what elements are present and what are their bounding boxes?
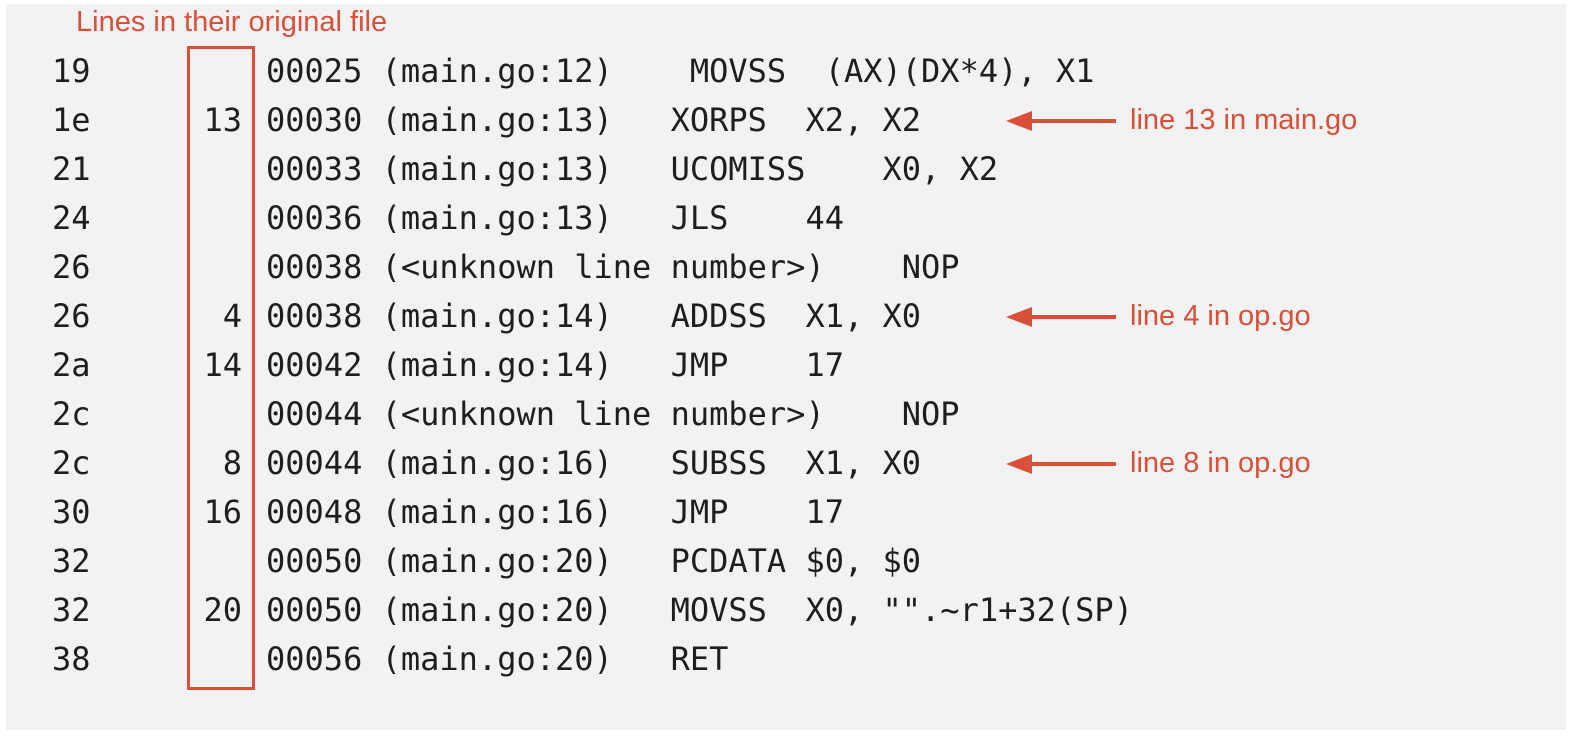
listing-row: 32 20 00050 (main.go:20) MOVSS X0, "".~r1+… <box>0 586 1300 635</box>
listing-row: 2c 00044 (<unknown line number>) NOP <box>0 390 1300 439</box>
original-line-number <box>190 390 242 439</box>
assembly-instruction: 00042 (main.go:14) JMP 17 <box>266 346 844 384</box>
listing-row: 21 00033 (main.go:13) UCOMISS X0, X2 <box>0 145 1300 194</box>
pc-offset: 1e <box>52 101 91 139</box>
annotation: line 4 in op.go <box>1006 292 1426 341</box>
annotation: line 13 in main.go <box>1006 96 1426 145</box>
left-arrow-icon <box>1006 307 1116 327</box>
assembly-instruction: 00030 (main.go:13) XORPS X2, X2 <box>266 101 922 139</box>
original-line-number <box>190 537 242 586</box>
listing-row: 1e 13 00030 (main.go:13) XORPS X2, X2 <box>0 96 1300 145</box>
assembly-instruction: 00050 (main.go:20) MOVSS X0, "".~r1+32(S… <box>266 591 1133 629</box>
original-line-number <box>190 145 242 194</box>
original-line-number: 20 <box>203 591 242 629</box>
listing-row: 24 00036 (main.go:13) JLS 44 <box>0 194 1300 243</box>
annotation-label: line 4 in op.go <box>1130 300 1311 332</box>
assembly-instruction: 00056 (main.go:20) RET <box>266 640 729 678</box>
assembly-instruction: 00044 (<unknown line number>) NOP <box>266 395 960 433</box>
pc-offset: 24 <box>52 199 91 237</box>
listing-panel <box>6 4 1566 730</box>
pc-offset: 2a <box>52 346 91 384</box>
pc-offset: 2c <box>52 444 91 482</box>
annotation-label: line 8 in op.go <box>1130 447 1311 479</box>
original-line-number: 8 <box>222 444 242 482</box>
listing-row: 2a 14 00042 (main.go:14) JMP 17 <box>0 341 1300 390</box>
original-line-highlight-box <box>187 46 255 690</box>
listing-row: 26 4 00038 (main.go:14) ADDSS X1, X0 <box>0 292 1300 341</box>
original-line-number: 13 <box>203 101 242 139</box>
listing-row: 19 00025 (main.go:12) MOVSS (AX)(DX*4), X… <box>0 47 1300 96</box>
pc-offset: 26 <box>52 297 91 335</box>
assembly-instruction: 00048 (main.go:16) JMP 17 <box>266 493 844 531</box>
pc-offset: 38 <box>52 640 91 678</box>
assembly-instruction: 00025 (main.go:12) MOVSS (AX)(DX*4), X1 <box>266 52 1095 90</box>
pc-offset: 32 <box>52 591 91 629</box>
assembly-instruction: 00038 (<unknown line number>) NOP <box>266 248 960 286</box>
listing-row: 30 16 00048 (main.go:16) JMP 17 <box>0 488 1300 537</box>
original-line-number <box>190 243 242 292</box>
pc-offset: 30 <box>52 493 91 531</box>
original-line-number: 16 <box>203 493 242 531</box>
pc-offset: 19 <box>52 52 91 90</box>
assembly-instruction: 00038 (main.go:14) ADDSS X1, X0 <box>266 297 922 335</box>
pc-offset: 26 <box>52 248 91 286</box>
assembly-instruction: 00033 (main.go:13) UCOMISS X0, X2 <box>266 150 999 188</box>
left-arrow-icon <box>1006 454 1116 474</box>
line-column-caption: Lines in their original file <box>76 6 388 38</box>
pc-offset: 21 <box>52 150 91 188</box>
assembly-instruction: 00044 (main.go:16) SUBSS X1, X0 <box>266 444 922 482</box>
pc-offset: 2c <box>52 395 91 433</box>
left-arrow-icon <box>1006 111 1116 131</box>
original-line-number: 4 <box>222 297 242 335</box>
listing-row: 32 00050 (main.go:20) PCDATA $0, $0 <box>0 537 1300 586</box>
original-line-number <box>190 194 242 243</box>
original-line-number <box>190 47 242 96</box>
listing-row: 26 00038 (<unknown line number>) NOP <box>0 243 1300 292</box>
listing-row: 38 00056 (main.go:20) RET <box>0 635 1300 684</box>
listing-row: 2c 8 00044 (main.go:16) SUBSS X1, X0 <box>0 439 1300 488</box>
assembly-instruction: 00050 (main.go:20) PCDATA $0, $0 <box>266 542 922 580</box>
assembly-instruction: 00036 (main.go:13) JLS 44 <box>266 199 844 237</box>
original-line-number: 14 <box>203 346 242 384</box>
original-line-number <box>190 635 242 684</box>
pc-offset: 32 <box>52 542 91 580</box>
annotation: line 8 in op.go <box>1006 439 1426 488</box>
annotation-label: line 13 in main.go <box>1130 104 1358 136</box>
